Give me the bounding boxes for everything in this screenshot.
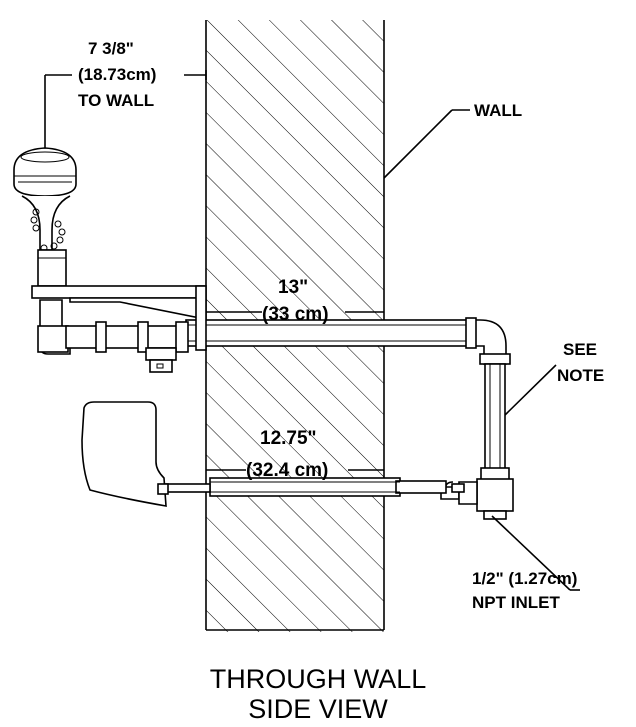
wall-section [200, 20, 390, 712]
inlet-type-label: NPT INLET [472, 593, 560, 612]
title-line-1: THROUGH WALL [210, 664, 427, 694]
upper-supply-pipe [185, 317, 511, 365]
spray-head-assembly [13, 147, 207, 373]
dim-to-wall-caption: TO WALL [78, 91, 154, 110]
shield-panel [81, 401, 169, 507]
chain-icon [30, 208, 66, 252]
title-line-2: SIDE VIEW [248, 694, 388, 724]
wall-leader [383, 109, 470, 179]
see-note-label-1: SEE [563, 340, 597, 359]
lower-support-pipe [165, 477, 447, 497]
vertical-riser-pipe [484, 363, 506, 470]
wall-label: WALL [474, 101, 522, 120]
dim-upper-inches: 13" [278, 277, 308, 298]
dim-upper-cm: (33 cm) [262, 304, 329, 325]
dim-to-wall-inches: 7 3/8" [88, 39, 134, 58]
see-note-leader [504, 364, 557, 416]
dim-lower-cm: (32.4 cm) [246, 460, 328, 481]
dimension-to-wall [44, 70, 207, 148]
dim-lower-inches: 12.75" [260, 428, 317, 449]
inlet-valve [440, 467, 514, 520]
inlet-leader [491, 515, 580, 591]
inlet-size-label: 1/2" (1.27cm) [472, 569, 577, 588]
dim-to-wall-cm: (18.73cm) [78, 65, 156, 84]
see-note-label-2: NOTE [557, 366, 604, 385]
